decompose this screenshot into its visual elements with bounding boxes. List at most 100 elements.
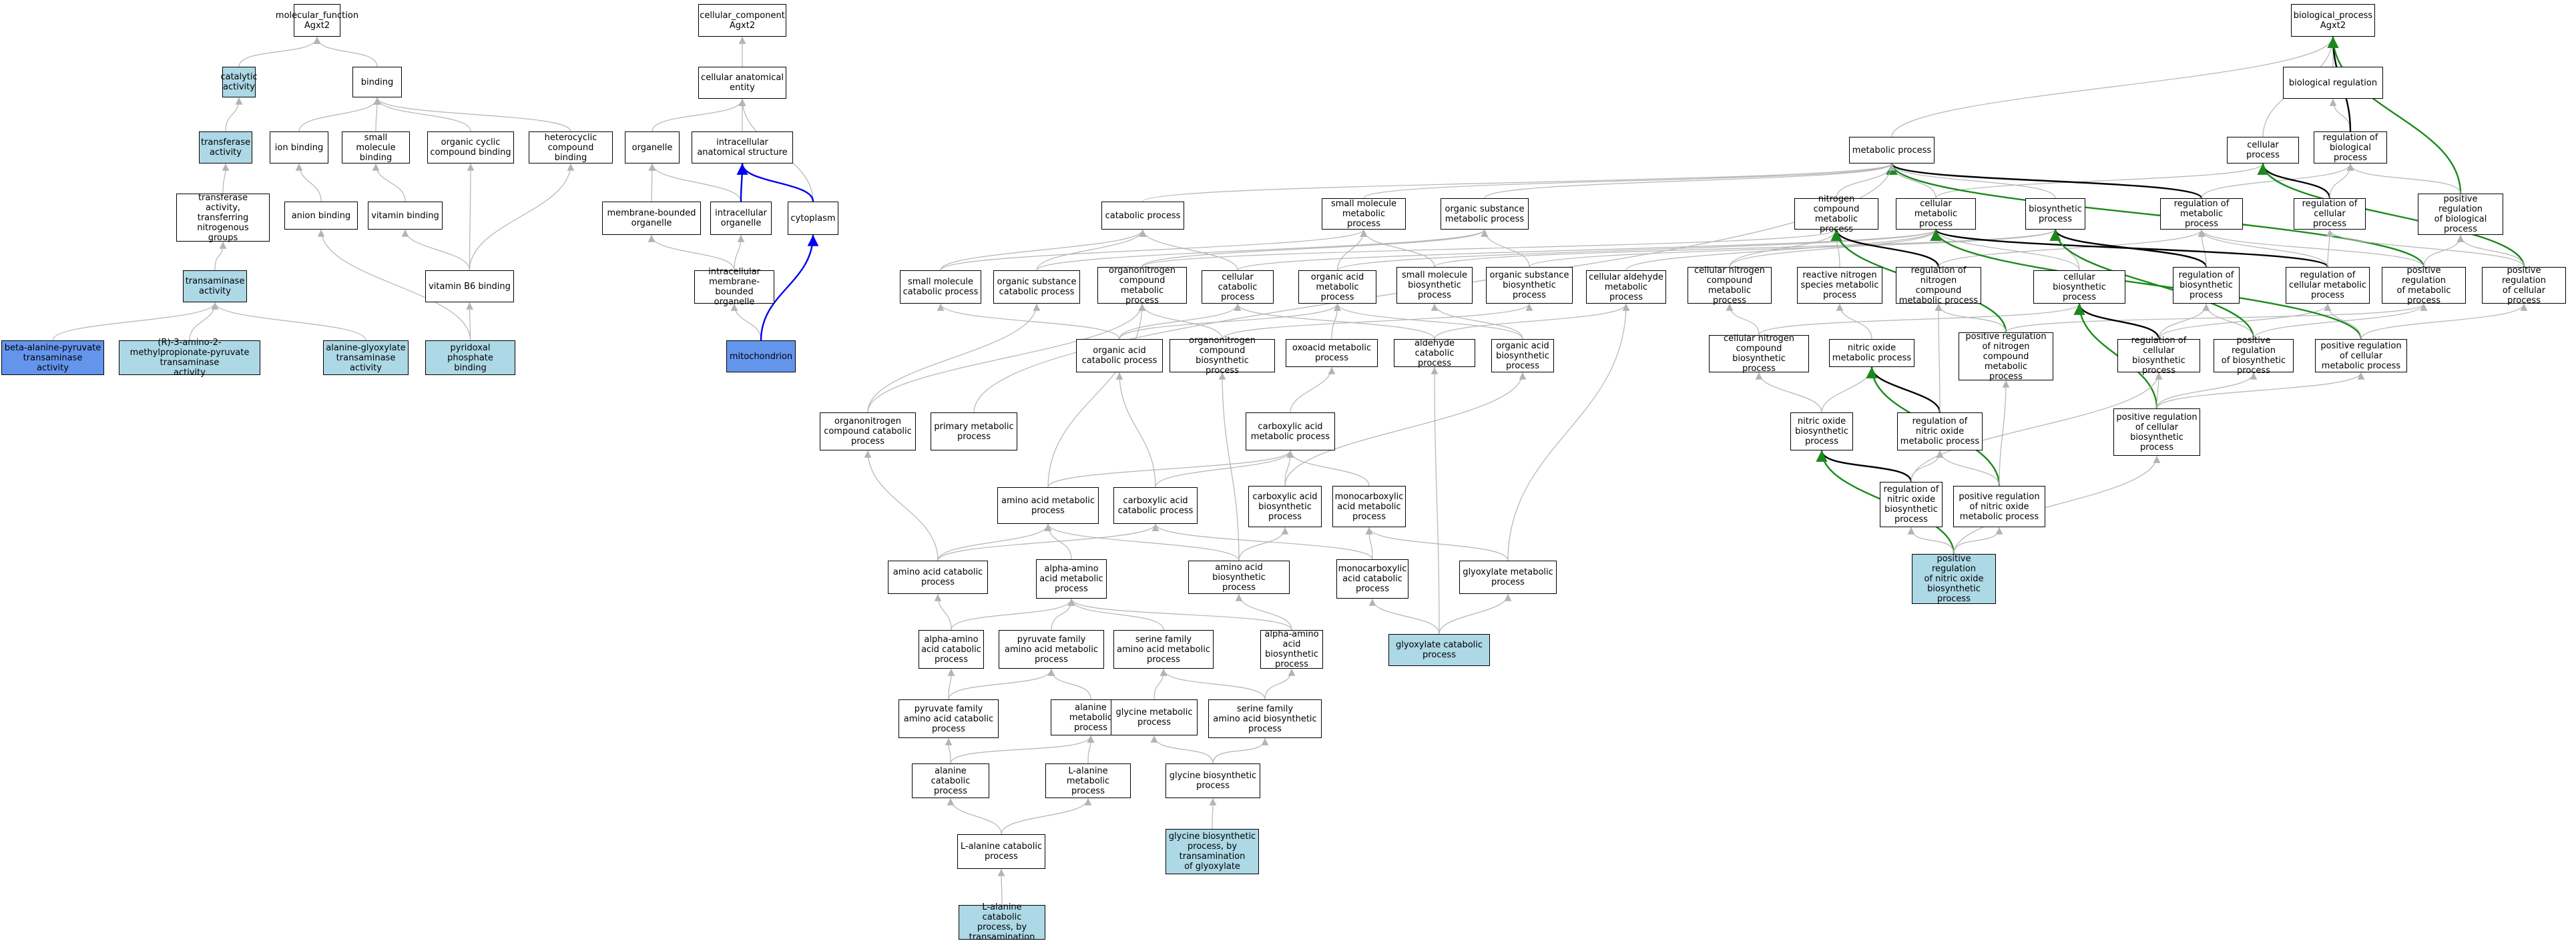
go-term-node-vitb6: vitamin B6 binding (425, 270, 514, 302)
edge-is-a-smcat-to-catproc (940, 229, 1147, 271)
edge-is-a-nomet-to-rnsmet (1836, 303, 1872, 340)
go-term-node-anionbind: anion binding (284, 202, 358, 230)
go-term-node-nomet: nitric oxide metabolic process (1829, 339, 1914, 367)
go-term-node-vitbind: vitamin binding (368, 202, 443, 230)
go-term-node-bp: biological_process Agxt2 (2291, 4, 2375, 37)
edge-positively-regulates-posregcellmet-to-cellmet (1930, 229, 2362, 340)
go-term-node-aamet: amino acid metabolic process (997, 487, 1099, 524)
edge-is-a-posregncm-to-posregmet (2005, 303, 2428, 333)
edge-is-a-transfact-to-catact (225, 97, 243, 132)
go-term-node-r3amp: (R)-3-amino-2-methylpropionate-pyruvate … (119, 338, 260, 378)
edge-regulates-regncm-to-ncmet (1830, 229, 1940, 268)
go-term-node-intorg: intracellular organelle (710, 202, 772, 235)
edge-is-a-regncm-to-regmet (1938, 229, 2206, 268)
edge-is-a-monocarbcat-to-carbcat (1151, 523, 1373, 560)
go-term-node-catproc: catabolic process (1101, 202, 1184, 230)
go-term-node-metproc: metabolic process (1849, 137, 1935, 164)
edge-is-a-regnomet-to-regncm (1935, 303, 1943, 413)
go-term-node-monocarbmet: monocarboxylic acid metabolic process (1332, 486, 1406, 527)
edge-part-of-cytoplasm-to-ias (736, 163, 814, 202)
edge-is-a-caldmet-to-cellmet (1625, 229, 1940, 271)
edge-is-a-mito-to-imbo (730, 303, 762, 341)
edge-is-a-cncmet-to-cellmet (1729, 229, 1940, 268)
edge-regulates-regnomet-to-nomet (1866, 366, 1941, 413)
edge-positively-regulates-posregbio-to-biosyn (2049, 229, 2255, 340)
go-term-node-transfact: transferase activity (199, 131, 252, 164)
go-term-node-imbo: intracellular membrane-bounded organelle (694, 267, 774, 307)
edge-is-a-glxcat-to-glxmet (1439, 593, 1512, 635)
edge-is-a-r3amp-to-transam (189, 302, 219, 341)
go-term-node-transfn: transferase activity, transferring nitro… (176, 193, 270, 243)
edge-is-a-glybiotrans-to-glybio (1209, 798, 1217, 830)
go-term-node-osbio: organic substance biosynthetic process (1486, 267, 1573, 304)
edge-is-a-alphaaabio-to-alphaaamet (1067, 598, 1292, 631)
edge-is-a-carbmet-to-oxomet (1290, 366, 1336, 413)
edge-is-a-osbio-to-osmet (1481, 229, 1530, 268)
edge-is-a-cncbio-to-cellbio (1758, 303, 2083, 336)
edge-is-a-aacat-to-carbcat (937, 523, 1160, 561)
edge-is-a-nobio-to-cncbio (1755, 372, 1822, 413)
edge-is-a-oscat-to-catproc (1036, 229, 1147, 271)
edge-is-a-oacat-to-oamet (1119, 303, 1341, 340)
edge-is-a-oacat-to-cellcat (1119, 303, 1242, 340)
go-term-node-oncccat: organonitrogen compound catabolic proces… (820, 412, 916, 450)
edge-positively-regulates-posregcell-to-cellproc (2257, 163, 2525, 268)
edge-is-a-cellbio-to-cellmet (1932, 229, 2080, 271)
go-term-node-regnobio: regulation of nitric oxide biosynthetic … (1880, 482, 1943, 527)
edge-is-a-carbcat-to-carbmet (1155, 450, 1294, 488)
edge-positively-regulates-posregmet-to-metproc (1886, 163, 2425, 268)
go-term-node-smcat: small molecule catabolic process (900, 270, 981, 304)
go-term-node-alacat: alanine catabolic process (912, 763, 989, 798)
go-term-node-regcellmet: regulation of cellular metabolic process (2286, 267, 2370, 304)
go-term-node-oncmet: organonitrogen compound metabolic proces… (1097, 266, 1187, 306)
go-term-node-posregcell: positive regulation of cellular process (2482, 266, 2566, 306)
edge-is-a-oabio-to-smbio (1431, 303, 1523, 340)
edge-is-a-aamet-to-oncmet (1047, 303, 1146, 488)
edge-is-a-glybio-to-serfambio (1212, 737, 1269, 764)
edge-is-a-alphaaacat-to-aacat (934, 593, 952, 631)
edge-is-a-aldcat-to-caldmet (1434, 303, 1630, 340)
edge-is-a-osbio-to-biosyn (1529, 229, 2059, 268)
edge-is-a-smbio-to-biosyn (1434, 229, 2059, 268)
edge-is-a-aabio-to-oncbio (1218, 372, 1240, 561)
edge-is-a-glxmet-to-caldmet (1507, 303, 1630, 561)
edge-is-a-regcellmet-to-regcell (2326, 229, 2334, 268)
go-term-node-organelle: organelle (625, 131, 680, 164)
edge-is-a-bapt-to-transam (52, 302, 219, 341)
go-term-node-cytoplasm: cytoplasm (788, 202, 838, 235)
edge-is-a-pyrfamcat-to-alphaaacat (947, 668, 955, 700)
edge-is-a-regnobio-to-regcellbio (1910, 372, 2163, 483)
go-term-node-glymet: glycine metabolic process (1111, 699, 1198, 735)
go-term-node-oamet: organic acid metabolic process (1298, 270, 1376, 304)
edge-is-a-alacat-to-alamet (950, 735, 1095, 764)
edge-is-a-posregbp-to-regbp (2346, 163, 2461, 194)
go-term-node-regbp: regulation of biological process (2314, 131, 2387, 164)
go-term-node-regbio: regulation of biosynthetic process (2173, 267, 2240, 304)
go-term-node-lalacattrans: L-alanine catabolic process, by transami… (959, 902, 1045, 942)
edge-is-a-alamet-to-pyrfammet (1047, 668, 1091, 700)
edge-is-a-posregbio-to-regbio (2202, 303, 2254, 340)
go-term-node-regnomet: regulation of nitric oxide metabolic pro… (1897, 412, 1983, 450)
go-term-node-alphaaamet: alpha-amino acid metabolic process (1036, 559, 1107, 599)
edge-is-a-alphaaacat-to-alphaaamet (951, 598, 1075, 631)
go-term-node-carbmet: carboxylic acid metabolic process (1246, 412, 1335, 450)
edge-is-a-glymet-to-serfammet (1153, 668, 1168, 700)
edge-is-a-carbbio-to-oabio (1284, 372, 1527, 487)
go-term-node-oxomet: oxoacid metabolic process (1286, 339, 1378, 367)
go-term-node-rnsmet: reactive nitrogen species metabolic proc… (1797, 267, 1882, 304)
go-term-node-carbcat: carboxylic acid catabolic process (1113, 487, 1198, 524)
go-term-node-cellbio: cellular biosynthetic process (2033, 270, 2125, 304)
edge-is-a-biosyn-to-metproc (1888, 163, 2056, 199)
edge-is-a-posregnomet-to-posregncm (1999, 380, 2010, 487)
edge-is-a-regnobio-to-regnomet (1910, 450, 1944, 483)
go-term-node-monocarbcat: monocarboxylic acid catabolic process (1336, 559, 1408, 599)
edge-is-a-lalacat-to-alacat (947, 798, 1002, 835)
edge-is-a-aamet-to-carbmet (1047, 450, 1294, 488)
go-term-node-cncbio: cellular nitrogen compound biosynthetic … (1709, 334, 1809, 374)
go-term-node-ias: intracellular anatomical structure (692, 131, 793, 164)
edge-is-a-oncmet-to-osmet (1141, 229, 1489, 268)
edge-is-a-catproc-to-metproc (1142, 163, 1895, 202)
go-term-node-nobio: nitric oxide biosynthetic process (1790, 412, 1853, 450)
go-term-node-regcell: regulation of cellular process (2294, 198, 2366, 230)
go-term-node-oabio: organic acid biosynthetic process (1491, 339, 1554, 372)
